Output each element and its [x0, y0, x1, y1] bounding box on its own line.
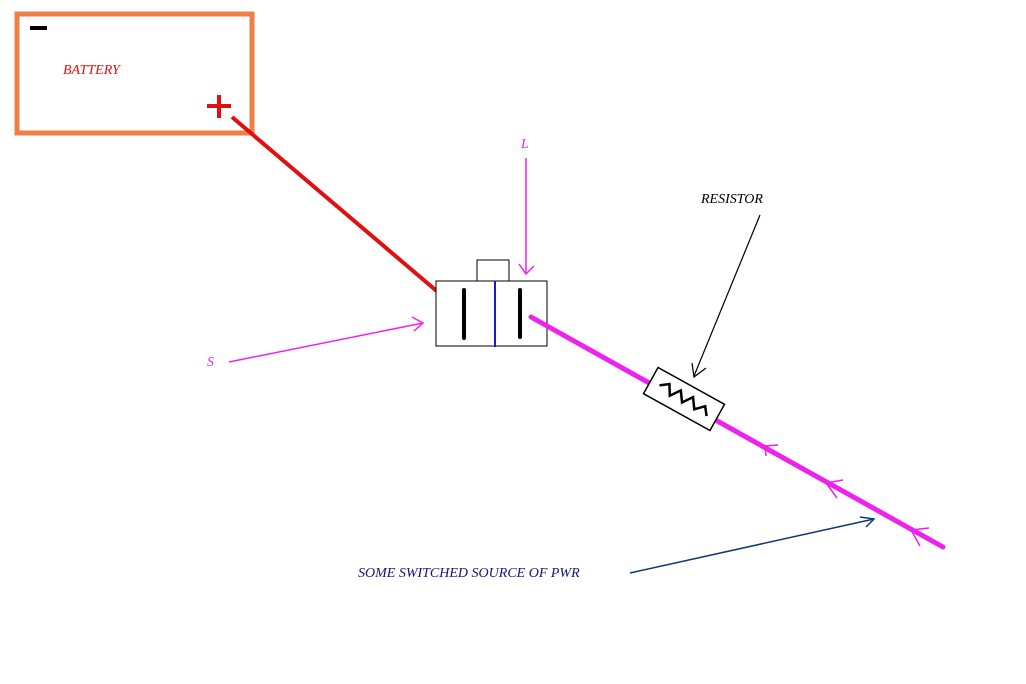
connector-body — [435, 280, 548, 347]
l-terminal-label: L — [521, 137, 529, 152]
l-arrow-icon — [518, 158, 535, 276]
connector-tab — [476, 259, 510, 282]
source-label: SOME SWITCHED SOURCE OF PWR — [358, 566, 580, 581]
positive-terminal-icon — [207, 95, 231, 118]
source-arrow-icon — [629, 516, 876, 574]
s-arrow-icon — [228, 316, 425, 363]
battery-box — [14, 11, 255, 136]
resistor-icon — [642, 366, 726, 432]
resistor-arrow-icon — [691, 214, 761, 379]
resistor-label: RESISTOR — [701, 192, 763, 207]
switched-wire — [528, 314, 946, 550]
s-terminal-label: S — [207, 355, 214, 370]
positive-wire — [230, 115, 461, 312]
current-direction-icons — [764, 444, 930, 547]
battery-label: BATTERY — [63, 63, 120, 78]
